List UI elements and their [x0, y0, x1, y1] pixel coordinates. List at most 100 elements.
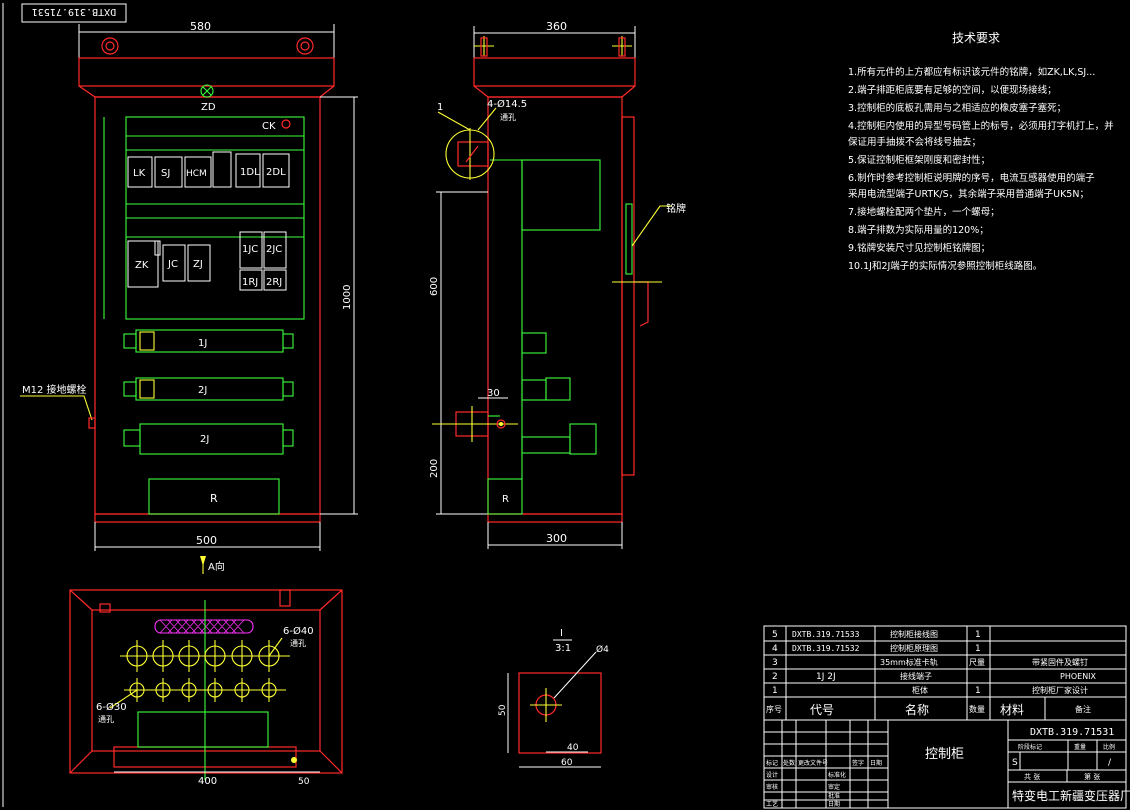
bom-row1-qty: 1: [975, 686, 981, 696]
nameplate-label: 铭牌: [666, 202, 686, 215]
drawing-number: DXTB.319.71531: [1030, 727, 1114, 738]
role-approve: 审定: [828, 783, 840, 791]
side-view: 360 铭牌 1 4-Ø1: [429, 20, 686, 549]
tech-title: 技术要求: [952, 31, 1000, 45]
tech-item-3: 3.控制柜的底板孔需用与之相适应的橡皮塞子塞死；: [848, 102, 1066, 114]
bottom-width-50: 50: [298, 777, 310, 787]
tech-item-2: 2.端子排距柜底要有足够的空间，以便现场接线；: [848, 84, 1057, 96]
bom-row3-name: 35mm标准卡轨: [880, 657, 938, 667]
dim-200: 200: [429, 459, 440, 478]
device-sj: SJ: [161, 168, 170, 179]
holes-40-label: 6-Ø40: [283, 625, 314, 637]
device-2rj: 2RJ: [266, 277, 282, 288]
bom-row1-name: 柜体: [912, 685, 928, 695]
sign-head-signature: 签字: [852, 759, 864, 767]
tech-item-4: 4.控制柜内使用的异型号码管上的标号，必须用打字机打上，并: [848, 120, 1114, 132]
device-jc: JC: [167, 259, 178, 270]
detail-dim-50: 50: [498, 704, 508, 716]
stage-label: 阶段标记: [1018, 743, 1042, 751]
view-a-label: A向: [208, 560, 225, 573]
bom-row2-name: 接线端子: [900, 671, 932, 681]
role-authorize: 批准: [828, 792, 840, 800]
m12-label: M12 接地螺栓: [22, 383, 87, 396]
sign-head-mark: 标记: [766, 759, 778, 767]
sign-head-file: 更改文件号: [798, 759, 828, 767]
zd-label: ZD: [201, 102, 216, 113]
detail-hole: Ø4: [596, 644, 609, 655]
tech-item-1: 1.所有元件的上方都应有标识该元件的铭牌，如ZK,LK,SJ...: [848, 66, 1095, 78]
tech-requirements: 技术要求 1.所有元件的上方都应有标识该元件的铭牌，如ZK,LK,SJ... 2…: [848, 31, 1114, 272]
scale-value: /: [1108, 758, 1112, 768]
bom-row2-code: 1J 2J: [816, 672, 836, 682]
device-1rj: 1RJ: [242, 277, 258, 288]
company-name: 特变电工新疆变压器厂: [1012, 788, 1130, 803]
bottom-view: 6-Ø40 通孔 6-Ø30 通孔 400 50: [69, 589, 343, 787]
bom-row5-no: 5: [772, 630, 778, 640]
tech-item-6: 6.制作时参考控制柜说明牌的序号，电流互感器使用的端子: [848, 172, 1095, 184]
bom-row1-no: 1: [772, 686, 778, 696]
weight-label: 重量: [1074, 743, 1086, 751]
bom-head-no: 序号: [766, 704, 782, 714]
device-hcm: HCM: [186, 169, 207, 179]
side-width-top: 360: [546, 20, 567, 33]
role-date: 日期: [828, 800, 840, 808]
bom-row4-code: DXTB.319.71532: [792, 644, 860, 653]
tech-item-8: 8.端子排数为实际用量的120%；: [848, 224, 989, 236]
bom-row4-no: 4: [772, 644, 778, 654]
front-view: 580 ZD CK LK SJ HCM 1DL 2DL: [20, 20, 358, 574]
bom-row5-code: DXTB.319.71533: [792, 630, 860, 639]
sign-head-date: 日期: [870, 759, 882, 767]
bom-row3-no: 3: [772, 658, 778, 668]
device-zk: ZK: [135, 260, 149, 271]
sign-head-count: 处数: [783, 759, 795, 767]
callout-1: 1: [437, 102, 443, 113]
front-height: 1000: [342, 285, 353, 310]
detail-scale-top: I: [560, 628, 563, 639]
dim-30: 30: [487, 388, 500, 399]
bom-head-name: 名称: [905, 702, 929, 717]
role-standard: 标准化: [828, 771, 846, 779]
title-block: 标记 处数 更改文件号 签字 日期 设计 审核 工艺 标准化 审定 批准 日期 …: [763, 719, 1130, 809]
device-lk: LK: [133, 168, 146, 179]
detail-dim-40: 40: [567, 743, 579, 753]
scale-label: 比例: [1103, 743, 1115, 751]
bom-head-code: 代号: [810, 703, 834, 717]
hole-label: 4-Ø14.5: [487, 98, 527, 110]
side-resistor: R: [502, 494, 509, 505]
device-zj: ZJ: [193, 259, 203, 270]
holes-30-note: 通孔: [98, 714, 114, 724]
device-1jc: 1JC: [242, 244, 258, 255]
resistor-r: R: [210, 492, 218, 505]
bom-row4-name: 控制柜原理图: [890, 643, 938, 653]
holes-30-label: 6-Ø30: [96, 701, 127, 713]
bottom-width-400: 400: [198, 776, 217, 787]
bom-head-material: 材料: [1000, 703, 1024, 717]
hole-note: 通孔: [500, 112, 516, 122]
bom-head-remark: 备注: [1075, 704, 1091, 714]
sheet-total: 共 张: [1024, 772, 1040, 781]
device-1dl: 1DL: [240, 167, 260, 178]
tech-item-5: 5.保证控制柜框架刚度和密封性；: [848, 154, 990, 166]
relay-1j: 1J: [198, 338, 207, 349]
stamp-text: DXTB.319.71531: [32, 6, 116, 17]
bom-row3-qty: 尺量: [969, 658, 985, 667]
bom-row1-remark: 控制柜厂家设计: [1032, 685, 1088, 695]
role-design: 设计: [766, 771, 778, 779]
tech-item-7: 7.接地螺栓配两个垫片，一个螺母；: [848, 206, 1000, 218]
tech-item-9: 9.铭牌安装尺寸见控制柜铭牌图；: [848, 242, 990, 254]
tech-item-6b: 采用电流型端子URTK/S，其余端子采用普通端子UK5N；: [848, 188, 1089, 200]
detail-view: I 3:1 Ø4 50 40 60: [498, 628, 609, 768]
holes-40-note: 通孔: [290, 638, 306, 648]
front-width-top: 580: [190, 20, 211, 33]
bom-row5-name: 控制柜接线图: [890, 629, 938, 639]
detail-scale-bottom: 3:1: [555, 643, 571, 654]
bom-row2-remark: PHOENIX: [1060, 672, 1097, 681]
side-width-bottom: 300: [546, 532, 567, 545]
bom-row2-no: 2: [772, 672, 778, 682]
role-process: 工艺: [766, 800, 778, 808]
bom-row4-qty: 1: [975, 644, 981, 654]
sheet-no: 第 张: [1084, 772, 1100, 781]
bom-head-qty: 数量: [969, 704, 985, 714]
bom-row5-qty: 1: [975, 630, 981, 640]
